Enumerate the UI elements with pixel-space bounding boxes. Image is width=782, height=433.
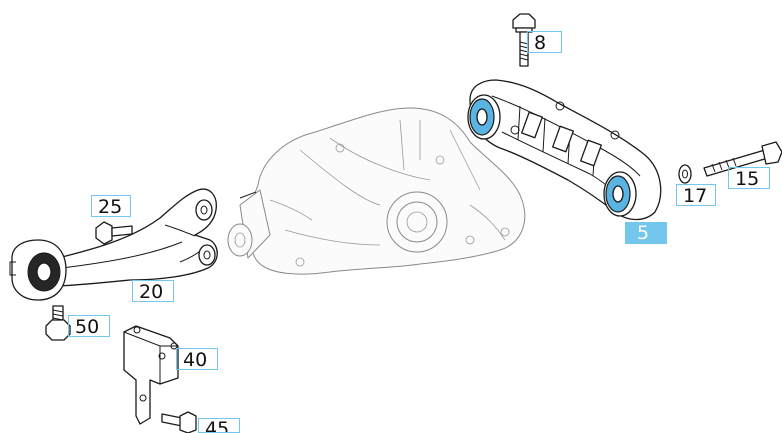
- callout-40[interactable]: 40: [176, 348, 218, 371]
- callout-45[interactable]: 45: [198, 418, 240, 433]
- callout-50[interactable]: 50: [68, 315, 110, 338]
- callout-15[interactable]: 15: [728, 167, 770, 190]
- callout-20[interactable]: 20: [132, 280, 174, 303]
- bolt-25[interactable]: [95, 221, 133, 245]
- callout-5-selected[interactable]: 5: [625, 222, 667, 244]
- bolt-15[interactable]: [703, 141, 782, 177]
- mounting-bracket-40[interactable]: [123, 325, 179, 425]
- control-arm-20[interactable]: [9, 188, 257, 301]
- bolt-50[interactable]: [45, 305, 71, 341]
- callout-8[interactable]: 8: [527, 31, 562, 54]
- differential-housing: [227, 107, 526, 275]
- washer-17[interactable]: [678, 164, 692, 184]
- bolt-8[interactable]: [512, 13, 536, 67]
- bolt-45[interactable]: [161, 411, 197, 433]
- callout-25[interactable]: 25: [91, 195, 131, 218]
- axle-carrier-bracket-5[interactable]: [467, 79, 662, 221]
- callout-17[interactable]: 17: [676, 184, 716, 207]
